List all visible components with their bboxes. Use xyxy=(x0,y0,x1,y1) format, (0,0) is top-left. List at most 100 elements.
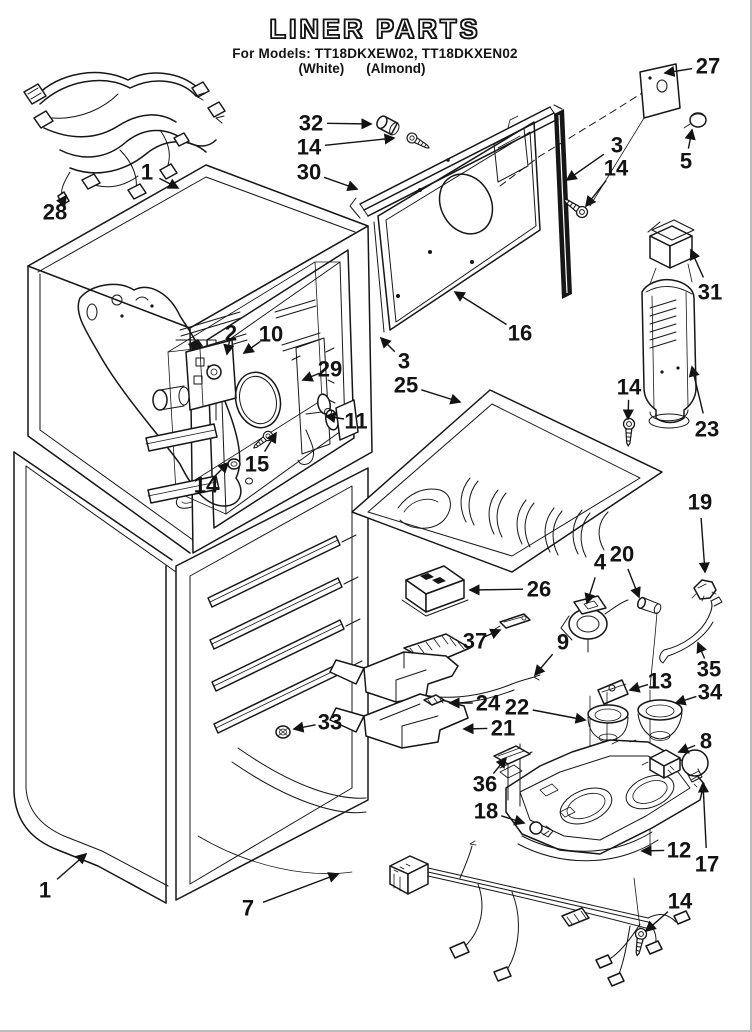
callout-leader-14 xyxy=(324,133,396,146)
page-title: LINER PARTS xyxy=(269,13,481,45)
callout-leader-19 xyxy=(698,517,710,574)
wire-harness-top xyxy=(23,71,226,206)
callout-31: 31 xyxy=(689,248,722,305)
evaporator-fan-cluster xyxy=(145,337,359,504)
callout-number-22: 22 xyxy=(505,695,529,720)
lamp-socket-8 xyxy=(641,749,681,779)
callout-25: 25 xyxy=(394,373,462,405)
callout-number-1: 1 xyxy=(39,878,51,903)
callout-leader-14 xyxy=(584,180,607,208)
callout-leader-14 xyxy=(214,461,230,477)
callout-24: 24 xyxy=(448,691,501,716)
callout-9: 9 xyxy=(533,630,569,677)
callout-1: 1 xyxy=(39,852,88,903)
partition-shelf-25 xyxy=(351,389,663,573)
finish-line: (White) (Almond) xyxy=(0,61,750,76)
callout-14: 14 xyxy=(297,133,396,160)
callout-23: 23 xyxy=(688,365,719,442)
capillary-20 xyxy=(637,596,662,689)
callout-number-35: 35 xyxy=(697,657,721,682)
callout-leader-29 xyxy=(301,371,320,382)
bulb-18 xyxy=(529,821,554,838)
callout-number-3: 3 xyxy=(398,349,410,374)
callout-number-14: 14 xyxy=(668,889,693,914)
callout-leader-3 xyxy=(379,336,396,353)
callout-number-14: 14 xyxy=(297,135,322,160)
rear-access-panel xyxy=(373,109,591,333)
callout-14: 14 xyxy=(194,461,230,498)
callout-8: 8 xyxy=(677,729,712,754)
callout-21: 21 xyxy=(462,716,515,741)
switch-26 xyxy=(401,565,469,617)
callout-leader-34 xyxy=(674,694,697,706)
callout-number-28: 28 xyxy=(43,200,67,225)
finish-white: (White) xyxy=(298,61,345,76)
callout-11: 11 xyxy=(324,409,368,434)
callout-number-29: 29 xyxy=(318,357,342,382)
callout-30: 30 xyxy=(297,160,359,192)
callout-number-26: 26 xyxy=(527,577,551,602)
callout-leader-20 xyxy=(627,568,641,599)
callout-number-33: 33 xyxy=(318,710,342,735)
callout-leader-26 xyxy=(468,584,524,596)
callout-number-20: 20 xyxy=(610,542,634,567)
funnel-22 xyxy=(587,704,629,743)
callout-number-23: 23 xyxy=(695,417,719,442)
callout-4: 4 xyxy=(584,550,607,605)
callout-number-12: 12 xyxy=(667,838,691,863)
shield-24 xyxy=(329,633,471,703)
callout-leader-33 xyxy=(292,721,316,733)
refrigerator-liner-drawing xyxy=(13,451,369,904)
callout-32: 32 xyxy=(299,111,373,136)
callout-number-32: 32 xyxy=(299,111,323,136)
callout-leader-18 xyxy=(500,814,526,826)
freezer-liner-drawing xyxy=(27,164,373,554)
callout-7: 7 xyxy=(242,872,340,921)
callout-number-30: 30 xyxy=(297,160,321,185)
callout-number-27: 27 xyxy=(696,54,720,79)
callout-leader-14 xyxy=(644,911,669,933)
bracket-35 xyxy=(659,596,723,664)
callout-number-14: 14 xyxy=(617,375,642,400)
callout-37: 37 xyxy=(463,629,502,654)
callout-33: 33 xyxy=(292,710,342,735)
finish-almond: (Almond) xyxy=(366,61,426,76)
callout-22: 22 xyxy=(505,695,587,724)
callout-leader-11 xyxy=(324,412,345,424)
callout-leader-14 xyxy=(622,399,634,421)
callout-leader-5 xyxy=(684,128,696,149)
callout-leader-10 xyxy=(242,341,261,354)
callout-3: 3 xyxy=(379,336,410,374)
callout-number-11: 11 xyxy=(344,409,367,434)
callout-36: 36 xyxy=(473,756,508,797)
callout-leader-3 xyxy=(565,153,605,181)
callout-number-9: 9 xyxy=(557,630,569,655)
shield-21 xyxy=(329,693,469,749)
callout-27: 27 xyxy=(663,54,720,79)
callout-number-24: 24 xyxy=(476,691,501,716)
callout-leader-28 xyxy=(55,194,67,208)
screw-14-bottom xyxy=(631,926,649,958)
callout-number-2: 2 xyxy=(225,321,237,346)
funnel-34 xyxy=(637,699,683,741)
callout-number-17: 17 xyxy=(695,852,719,877)
callout-number-19: 19 xyxy=(688,490,712,515)
mounting-plate-and-plug xyxy=(499,63,707,207)
callout-number-18: 18 xyxy=(474,799,498,824)
callout-leader-32 xyxy=(326,118,373,130)
callout-18: 18 xyxy=(474,799,526,826)
callout-leader-31 xyxy=(689,248,705,278)
callout-number-31: 31 xyxy=(698,280,722,305)
callout-14: 14 xyxy=(644,889,693,933)
callout-19: 19 xyxy=(688,490,712,574)
callout-leader-9 xyxy=(533,653,554,677)
damper-31 xyxy=(647,219,695,285)
callout-number-3: 3 xyxy=(611,133,623,158)
callout-12: 12 xyxy=(640,838,691,863)
callout-number-1: 1 xyxy=(141,160,153,185)
callout-28: 28 xyxy=(43,194,67,225)
callout-leader-23 xyxy=(688,365,704,414)
callout-number-15: 15 xyxy=(245,452,269,477)
callout-number-14: 14 xyxy=(194,473,219,498)
